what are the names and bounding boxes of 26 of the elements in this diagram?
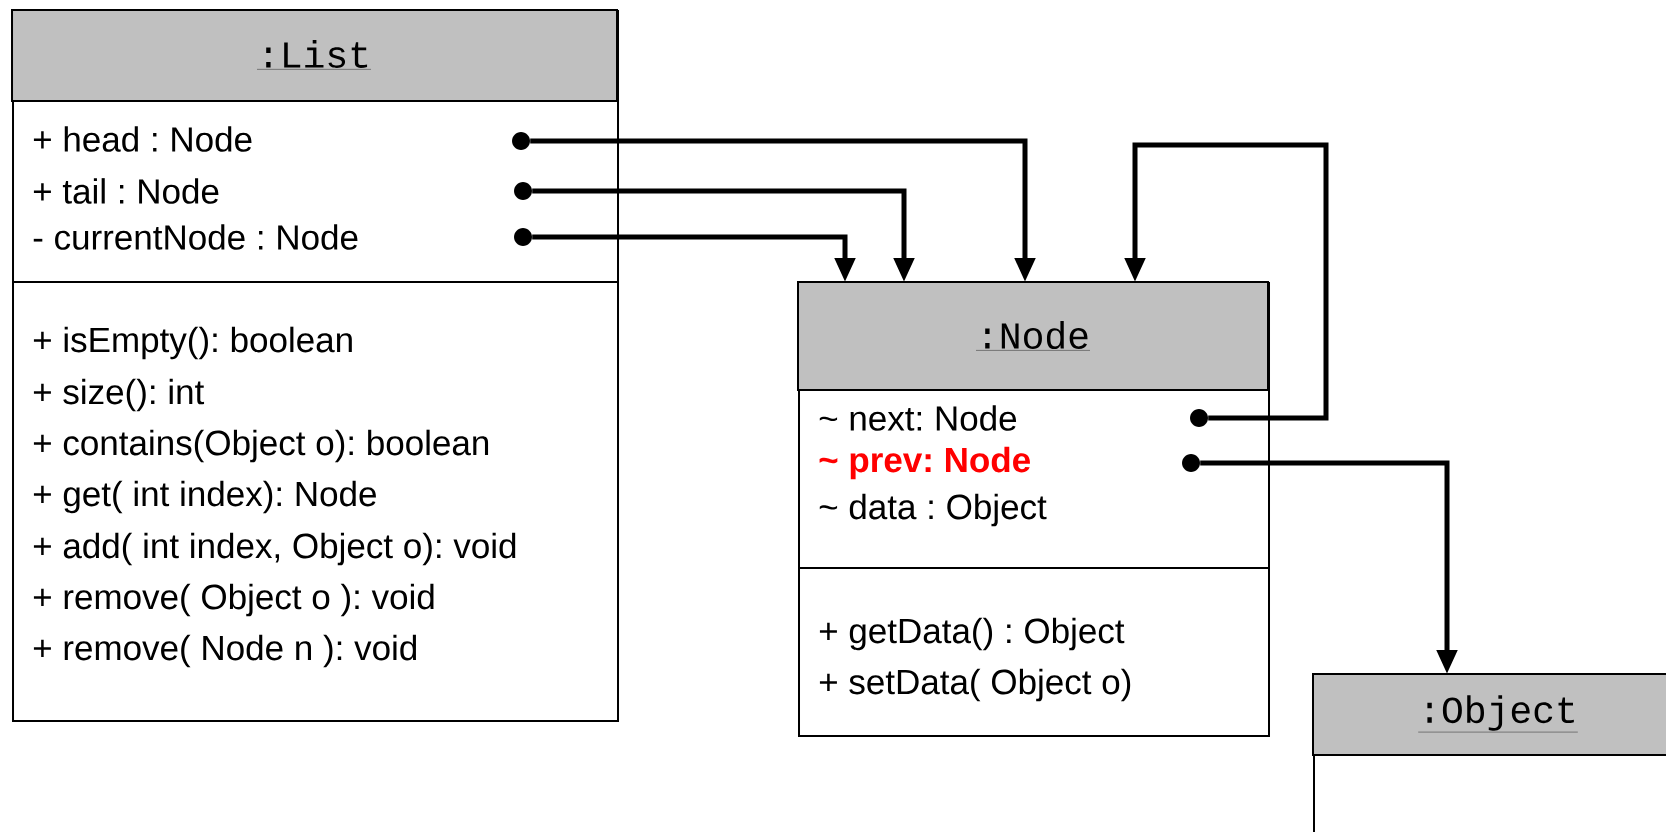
method-text: + isEmpty(): boolean — [33, 326, 352, 360]
connector-dot — [512, 132, 530, 150]
connector-dot — [514, 182, 532, 200]
method-text: + get( int index): Node — [33, 480, 376, 514]
class-box — [1312, 673, 1666, 832]
class-name: :Object — [1418, 695, 1578, 733]
attribute-text: + head : Node — [33, 126, 252, 152]
method-text: + remove( Object o ): void — [33, 583, 434, 617]
method-text: + setData( Object o) — [819, 668, 1131, 702]
connector-dot — [514, 228, 532, 246]
attribute-text: ~ data : Object — [819, 493, 1047, 527]
attribute-text: - currentNode : Node — [33, 224, 358, 250]
class-box — [11, 9, 619, 722]
attribute-text: ~ next: Node — [819, 405, 1017, 431]
method-text: + contains(Object o): boolean — [33, 429, 489, 463]
attribute-text: + tail : Node — [33, 178, 219, 204]
method-text: + remove( Node n ): void — [33, 634, 417, 668]
connector-dot — [1182, 454, 1200, 472]
connector-dot — [1190, 409, 1208, 427]
class-box — [797, 281, 1270, 737]
class-name: :Node — [975, 321, 1091, 351]
method-text: + size(): int — [33, 378, 205, 412]
class-name: :List — [256, 40, 372, 70]
method-text: + getData() : Object — [819, 617, 1125, 651]
method-text: + add( int index, Object o): void — [33, 532, 516, 566]
attribute-text: ~ prev: Node — [819, 446, 1030, 480]
